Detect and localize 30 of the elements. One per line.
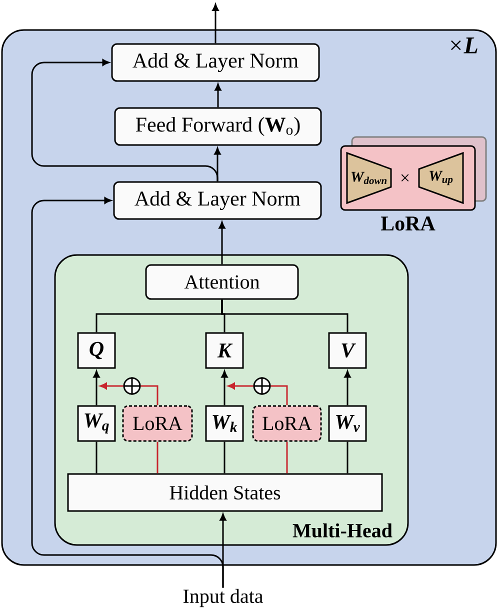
arrow: [100, 382, 124, 390]
arrow: [344, 370, 351, 406]
process-box: Attention: [145, 264, 299, 300]
arrow: [214, 84, 222, 108]
matrix-box: W$_{q}$: [77, 405, 116, 442]
add-circle: [122, 376, 142, 396]
matrix-box: W$_{v}$: [328, 405, 367, 442]
process-box: Add & Layer Norm: [111, 43, 320, 82]
lora-box: LoRA: [122, 405, 193, 442]
arrow: [228, 382, 254, 390]
matrix-box: V: [328, 332, 367, 369]
arrow: [93, 370, 100, 406]
matrix-box: K: [205, 332, 244, 369]
matrix-box: W$_{k}$: [205, 405, 244, 442]
node-label: LoRA: [380, 216, 436, 231]
process-box: Add & Layer Norm: [113, 181, 322, 220]
add-circle: [252, 376, 272, 396]
arrow: [31, 59, 218, 182]
matrix-box: Q: [77, 332, 116, 369]
arrow: [270, 385, 288, 406]
arrow: [140, 385, 158, 406]
arrow: [218, 222, 226, 264]
input-label: Input data: [183, 588, 263, 608]
hidden-states-bar: Hidden States: [67, 473, 383, 512]
process-box: Feed Forward (W$_{o}$): [114, 107, 322, 146]
lora-box: LoRA: [252, 405, 322, 442]
arrow: [212, 4, 219, 44]
arrow: [31, 197, 224, 588]
arrow: [221, 370, 228, 406]
multiply-sign: ×: [401, 174, 409, 182]
